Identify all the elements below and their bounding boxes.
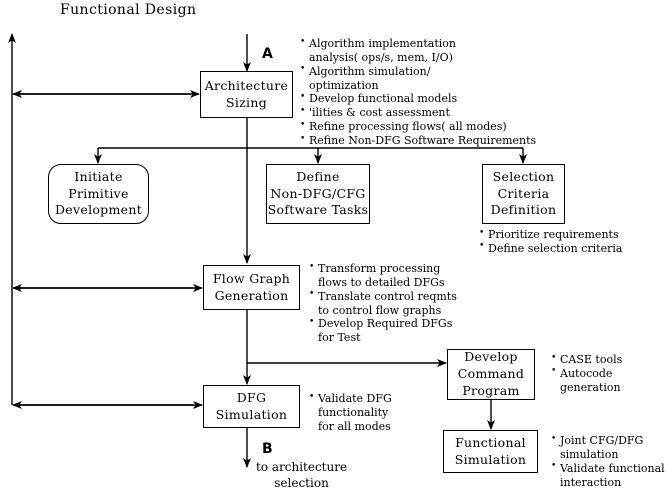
box-line: Architecture: [204, 77, 289, 93]
bullet-item: 'ilities & cost assessment: [300, 106, 536, 120]
box-line: Develop: [464, 349, 518, 365]
exit-note: to architecture selection: [256, 460, 347, 491]
bullet-item: Transform processing: [309, 262, 457, 276]
bullet-item-cont: for all modes: [318, 419, 391, 433]
bullet-item-cont: interaction: [560, 475, 622, 489]
connector-label-b: B: [262, 441, 273, 457]
bullet-item: Validate DFG: [309, 392, 392, 406]
box-selection-criteria-definition[interactable]: Selection Criteria Definition: [482, 164, 565, 224]
box-line: Selection: [492, 168, 555, 184]
bullet-item-cont: flows to detailed DFGs: [318, 275, 445, 289]
box-line: Primitive: [68, 185, 129, 201]
bullets-develop-command-program: CASE tools Autocode generation: [551, 353, 622, 395]
bullet-item: Define selection criteria: [479, 241, 622, 256]
box-dfg-simulation[interactable]: DFG Simulation: [203, 385, 300, 428]
box-line: Functional: [455, 434, 526, 450]
bullet-item: CASE tools: [551, 353, 622, 367]
bullet-item: Translate control reqmts: [309, 289, 457, 304]
bullet-item-cont: to control flow graphs: [318, 303, 442, 317]
box-line: Definition: [490, 202, 557, 218]
bullet-item: Joint CFG/DFG: [551, 434, 665, 448]
box-line: Sizing: [226, 94, 267, 110]
bullet-item: Develop Required DFGs: [309, 317, 457, 331]
bullet-item-cont: functionality: [318, 405, 389, 419]
box-line: Non-DFG/CFG: [270, 185, 366, 201]
bullet-item: Develop functional models: [300, 92, 536, 106]
exit-note-line2: selection: [274, 475, 329, 490]
bullet-item-cont: simulation: [560, 447, 619, 461]
bullet-item: Autocode: [551, 366, 622, 381]
bullet-item-cont: for Test: [318, 331, 361, 345]
box-line: Software Tasks: [267, 202, 369, 218]
bullet-item: Refine processing flows( all modes): [300, 120, 536, 134]
bullet-item-cont: generation: [560, 380, 621, 394]
box-line: Criteria: [497, 185, 550, 201]
bullet-item-cont: analysis( ops/s, mem, I/O): [309, 50, 453, 64]
box-line: DFG: [236, 389, 267, 405]
box-architecture-sizing[interactable]: Architecture Sizing: [200, 71, 293, 118]
bullets-flow-graph-generation: Transform processing flows to detailed D…: [309, 262, 457, 345]
bullets-selection-criteria: Prioritize requirements Define selection…: [479, 228, 622, 256]
box-line: Flow Graph: [212, 270, 291, 286]
box-line: Development: [54, 202, 143, 218]
box-line: Program: [462, 382, 520, 398]
bullet-item: Refine Non-DFG Software Requirements: [300, 134, 536, 148]
bullet-item-cont: optimization: [309, 78, 379, 92]
bullets-dfg-simulation: Validate DFG functionality for all modes: [309, 392, 392, 434]
bullets-architecture-sizing: Algorithm implementation analysis( ops/s…: [300, 37, 536, 148]
connector-label-a: A: [262, 46, 273, 62]
box-line: Simulation: [454, 451, 527, 467]
box-define-non-dfg-cfg-software-tasks[interactable]: Define Non-DFG/CFG Software Tasks: [266, 164, 370, 224]
box-functional-simulation[interactable]: Functional Simulation: [443, 430, 538, 473]
bullet-item: Prioritize requirements: [479, 228, 622, 242]
bullet-item: Algorithm implementation: [300, 37, 536, 51]
box-line: Define: [296, 168, 340, 184]
box-line: Simulation: [215, 406, 288, 422]
diagram-title: Functional Design: [60, 2, 197, 18]
box-line: Initiate: [74, 168, 123, 184]
bullet-item: Validate functional: [551, 461, 665, 476]
box-line: Command: [457, 366, 525, 382]
exit-note-line1: to architecture: [256, 460, 348, 474]
bullets-functional-simulation: Joint CFG/DFG simulation Validate functi…: [551, 434, 665, 489]
bullet-item: Algorithm simulation/: [300, 64, 536, 79]
box-develop-command-program[interactable]: Develop Command Program: [447, 349, 535, 400]
box-line: Generation: [214, 287, 289, 303]
box-flow-graph-generation[interactable]: Flow Graph Generation: [203, 265, 300, 310]
box-initiate-primitive-development[interactable]: Initiate Primitive Development: [48, 164, 149, 224]
